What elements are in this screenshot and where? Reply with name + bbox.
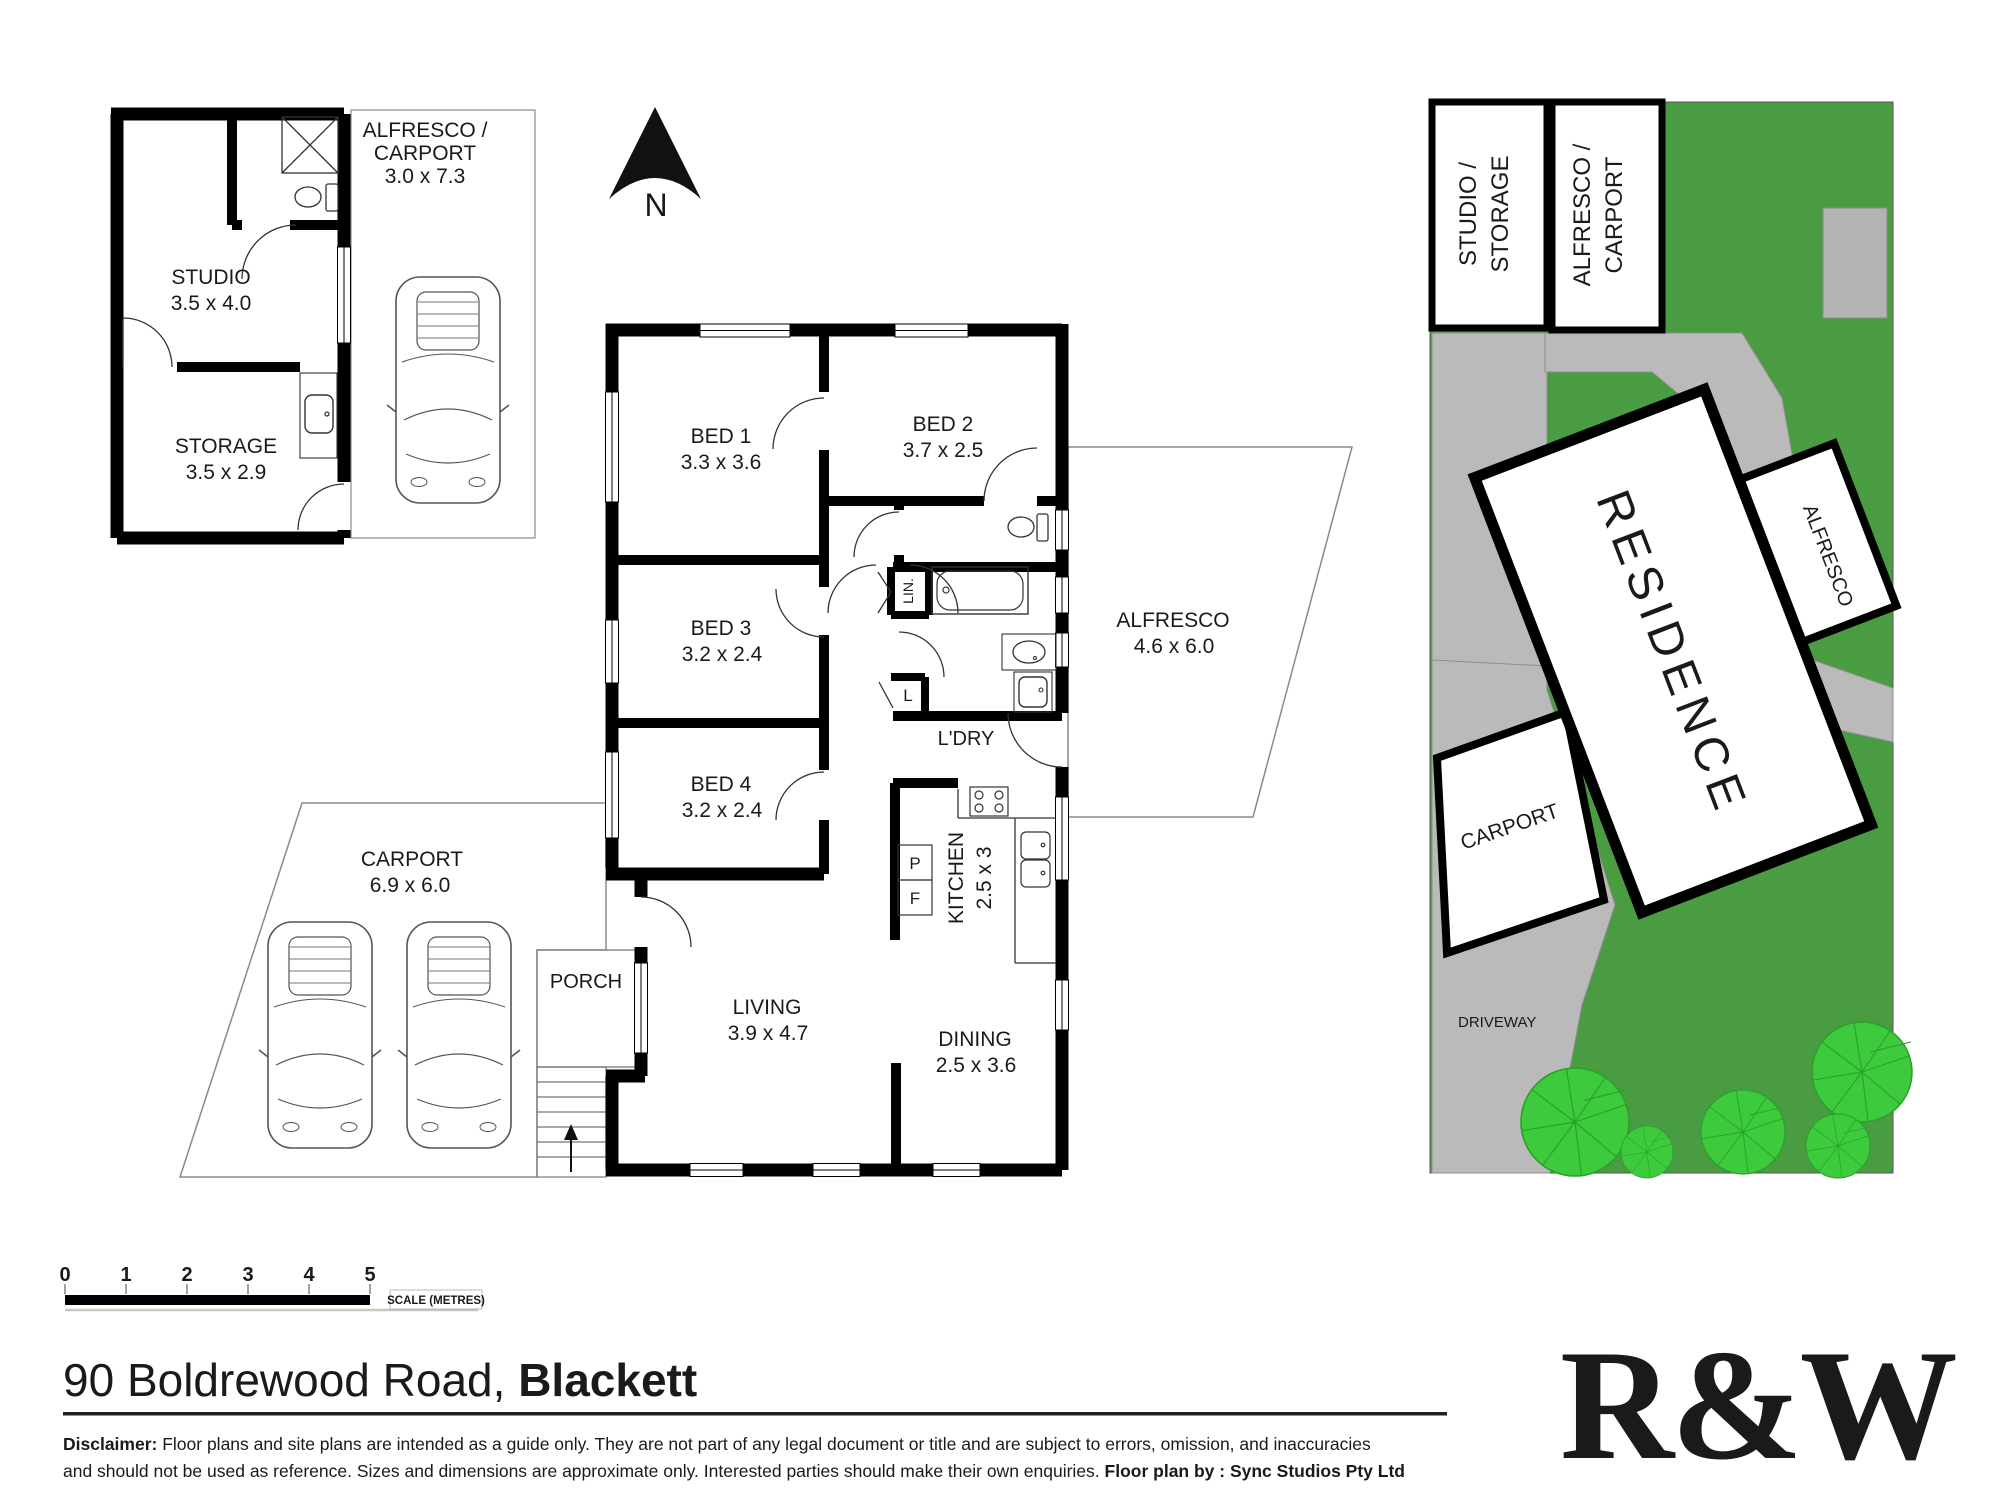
scale-tick-3: 3 bbox=[242, 1264, 253, 1286]
car-carport-2 bbox=[397, 921, 521, 1149]
address-street: 90 Boldrewood Road, bbox=[63, 1354, 518, 1406]
studio-label: STUDIO bbox=[171, 266, 250, 289]
scale-bar-rule bbox=[65, 1295, 370, 1305]
storage-label: STORAGE bbox=[175, 435, 277, 458]
address-title: 90 Boldrewood Road, Blackett bbox=[63, 1354, 697, 1406]
bed2-dims: 3.7 x 2.5 bbox=[903, 439, 984, 462]
living-dims: 3.9 x 4.7 bbox=[728, 1022, 809, 1045]
site-alfresco-carport-label-1: ALFRESCO / bbox=[1569, 143, 1596, 286]
site-studio-storage-box bbox=[1428, 98, 1551, 332]
kitchen-dims: 2.5 x 3 bbox=[973, 846, 996, 909]
scale-tick-4: 4 bbox=[303, 1264, 315, 1286]
studio-building-plan: STUDIO 3.5 x 4.0 STORAGE 3.5 x 2.9 ALFRE… bbox=[110, 107, 536, 545]
bed1-dims: 3.3 x 3.6 bbox=[681, 451, 762, 474]
alfresco-label: ALFRESCO bbox=[1116, 609, 1229, 632]
driveway-joint bbox=[1431, 659, 1548, 667]
tree-4 bbox=[1811, 1021, 1913, 1123]
alfresco-dims: 4.6 x 6.0 bbox=[1134, 635, 1215, 658]
dining-label: DINING bbox=[938, 1028, 1012, 1051]
disclaimer-bold: Disclaimer: bbox=[63, 1434, 157, 1454]
tree-2 bbox=[1620, 1125, 1674, 1179]
scale-units-label: SCALE (METRES) bbox=[387, 1295, 485, 1307]
studio-alfresco-carport-label-1: ALFRESCO / bbox=[363, 119, 488, 142]
site-shed bbox=[1822, 207, 1888, 319]
scale-tick-5: 5 bbox=[364, 1264, 375, 1286]
bed4-dims: 3.2 x 2.4 bbox=[682, 799, 763, 822]
disclaimer-text-1: Floor plans and site plans are intended … bbox=[157, 1434, 1371, 1454]
main-carport-label: CARPORT bbox=[361, 848, 463, 871]
shower-icon bbox=[281, 116, 339, 174]
steps-up-arrow bbox=[564, 1124, 578, 1140]
north-label: N bbox=[644, 187, 667, 223]
vanity-basin-icon bbox=[1001, 633, 1057, 671]
house-windows bbox=[605, 323, 1069, 1177]
stove-icon bbox=[969, 786, 1009, 817]
door-arcs bbox=[640, 397, 1063, 948]
scale-tick-0: 0 bbox=[59, 1264, 70, 1286]
fridge-label: F bbox=[910, 889, 920, 908]
car-carport-1 bbox=[258, 921, 382, 1149]
studio-dims: 3.5 x 4.0 bbox=[171, 292, 252, 315]
address-underline bbox=[63, 1412, 1447, 1416]
laundry-tub-icon bbox=[1013, 671, 1053, 713]
alfresco-outline bbox=[1067, 446, 1353, 818]
address-suburb: Blackett bbox=[518, 1354, 697, 1406]
porch-outline bbox=[536, 949, 642, 1068]
pantry-label: P bbox=[909, 854, 920, 873]
living-label: LIVING bbox=[733, 996, 802, 1019]
main-carport-dims: 6.9 x 6.0 bbox=[370, 874, 451, 897]
entry-steps bbox=[536, 1066, 607, 1178]
bed3-dims: 3.2 x 2.4 bbox=[682, 643, 763, 666]
tree-3 bbox=[1700, 1089, 1786, 1175]
site-driveway-label: DRIVEWAY bbox=[1458, 1014, 1536, 1031]
site-studio-storage-label-1: STUDIO / bbox=[1455, 162, 1482, 266]
footer-text: 90 Boldrewood Road, Blackett Disclaimer:… bbox=[63, 1354, 1447, 1481]
kitchen-sink-icon bbox=[1020, 831, 1051, 888]
laundry-label: L'DRY bbox=[938, 728, 995, 750]
linen2-label: L bbox=[903, 686, 912, 705]
bathtub-icon bbox=[931, 566, 1029, 615]
studio-interior-walls bbox=[177, 114, 344, 372]
sink-icon bbox=[299, 372, 338, 459]
disclaimer-line-2: and should not be used as reference. Siz… bbox=[63, 1461, 1405, 1481]
site-plan: STUDIO / STORAGE ALFRESCO / CARPORT RESI… bbox=[1428, 98, 1913, 1179]
toilet-icon bbox=[294, 183, 339, 212]
site-residence-box bbox=[1467, 382, 1879, 920]
studio-alfresco-carport-label-2: CARPORT bbox=[374, 142, 476, 165]
storage-dims: 3.5 x 2.9 bbox=[186, 461, 267, 484]
tree-5 bbox=[1805, 1113, 1871, 1179]
kitchen-label: KITCHEN bbox=[945, 832, 968, 924]
disclaimer-credit: Floor plan by : Sync Studios Pty Ltd bbox=[1105, 1461, 1405, 1481]
studio-alfresco-carport-dims: 3.0 x 7.3 bbox=[385, 165, 466, 188]
studio-window bbox=[337, 246, 351, 344]
bed2-label: BED 2 bbox=[913, 413, 974, 436]
dining-dims: 2.5 x 3.6 bbox=[936, 1054, 1017, 1077]
wc-toilet-icon bbox=[1007, 513, 1049, 542]
closet-door-symbols bbox=[877, 571, 894, 709]
site-carport-box bbox=[1432, 706, 1609, 959]
site-studio-storage-label-2: STORAGE bbox=[1487, 156, 1514, 273]
scale-label-box bbox=[389, 1289, 483, 1310]
scale-tick-2: 2 bbox=[181, 1264, 192, 1286]
porch-label: PORCH bbox=[550, 971, 622, 993]
disclaimer-line-1: Disclaimer: Floor plans and site plans a… bbox=[63, 1434, 1371, 1454]
scale-tick-1: 1 bbox=[120, 1264, 131, 1286]
kitchen-bench bbox=[957, 789, 1056, 964]
bed4-label: BED 4 bbox=[691, 773, 752, 796]
pantry-fridge: P F bbox=[897, 844, 933, 916]
bed1-label: BED 1 bbox=[691, 425, 752, 448]
tree-1 bbox=[1520, 1067, 1630, 1177]
studio-doors bbox=[122, 224, 345, 531]
bed3-label: BED 3 bbox=[691, 617, 752, 640]
site-alfresco-carport-label-2: CARPORT bbox=[1601, 156, 1628, 273]
main-house-plan: P F BED 1 3.3 x 3.6 BED 2 3.7 x 2.5 BED … bbox=[178, 323, 1353, 1178]
car-studio bbox=[386, 276, 510, 504]
linen-label: LIN. bbox=[900, 578, 916, 604]
site-alfresco-carport-box bbox=[1548, 98, 1666, 334]
scale-bar: 0 1 2 3 4 5 SCALE (METRES) bbox=[59, 1264, 485, 1312]
north-arrow: N bbox=[609, 107, 701, 223]
disclaimer-text-2: and should not be used as reference. Siz… bbox=[63, 1461, 1105, 1481]
agency-logo: R&W bbox=[1560, 1318, 1956, 1493]
